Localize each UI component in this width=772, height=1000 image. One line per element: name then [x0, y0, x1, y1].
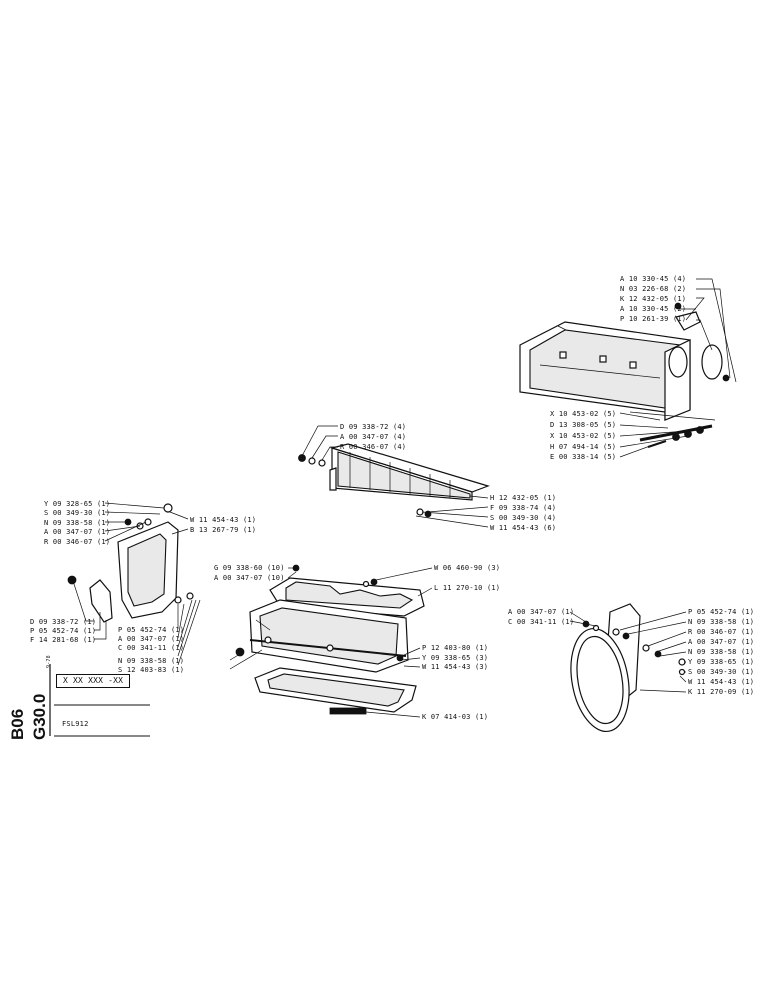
- part-label: Y 09 338-65 (1): [688, 658, 755, 666]
- part-label: Y 09 328-65 (1): [44, 500, 111, 508]
- part-label: G 09 338-60 (10): [214, 564, 285, 572]
- part-label: S 12 403-83 (1): [118, 666, 185, 674]
- part-label: C 00 341-11 (1): [508, 618, 575, 626]
- section-code: B06: [8, 708, 27, 740]
- part-label: D 13 308-05 (5): [550, 421, 617, 429]
- part-label: W 06 460-90 (3): [434, 564, 501, 572]
- part-label: E 00 338-14 (5): [550, 453, 617, 461]
- part-label: N 09 338-58 (1): [688, 618, 755, 626]
- group-code: G30.0: [30, 693, 49, 740]
- part-label: A 10 330-45 (2): [620, 305, 687, 313]
- model-label: FSL912: [62, 720, 89, 728]
- part-label: A 00 347-07 (4): [340, 433, 407, 441]
- part-label: A 00 347-07 (1): [508, 608, 575, 616]
- part-label: P 05 452-74 (1): [118, 626, 185, 634]
- part-label: L 11 270-10 (1): [434, 584, 501, 592]
- bracket-part: [67, 503, 194, 623]
- part-label: W 11 454-43 (1): [190, 516, 257, 524]
- title-block: B06 G30.0: [8, 648, 62, 740]
- part-label: R 00 346-07 (4): [340, 443, 407, 451]
- fan-shroud-part: [235, 599, 417, 715]
- part-label: K 11 270-09 (1): [688, 688, 755, 696]
- ref-box: X XX XXX -XX: [56, 674, 130, 688]
- part-label: F 09 338-74 (4): [490, 504, 557, 512]
- part-label: X 10 453-02 (5): [550, 410, 617, 418]
- part-label: A 10 330-45 (4): [620, 275, 687, 283]
- part-label: W 11 454-43 (6): [490, 524, 557, 532]
- part-label: P 10 261-39 (1): [620, 315, 687, 323]
- part-label: H 07 494-14 (5): [550, 443, 617, 451]
- housing-cover-part: [519, 302, 730, 421]
- grille-plate-part: [298, 443, 490, 518]
- hinge-pins-part: [639, 424, 713, 448]
- part-label: S 00 349-30 (1): [44, 509, 111, 517]
- part-label: W 11 454-43 (3): [422, 663, 489, 671]
- part-label: D 09 338-72 (4): [340, 423, 407, 431]
- part-label: P 05 452-74 (1): [30, 627, 97, 635]
- part-label: S 00 349-30 (1): [688, 668, 755, 676]
- part-label: W 11 454-43 (1): [688, 678, 755, 686]
- part-label: P 12 403-80 (1): [422, 644, 489, 652]
- part-label: B 13 267-79 (1): [190, 526, 257, 534]
- part-label: D 09 338-72 (1): [30, 618, 97, 626]
- part-label: P 05 452-74 (1): [688, 608, 755, 616]
- part-label: F 14 281-68 (1): [30, 636, 97, 644]
- part-label: N 09 338-58 (1): [118, 657, 185, 665]
- part-label: Y 09 338-65 (3): [422, 654, 489, 662]
- part-label: N 03 226-68 (2): [620, 285, 687, 293]
- part-label: A 00 347-07 (1): [44, 528, 111, 536]
- date-small: 9-78: [46, 655, 52, 668]
- part-label: A 00 347-07 (1): [118, 635, 185, 643]
- part-label: C 00 341-11 (1): [118, 644, 185, 652]
- part-label: A 00 347-07 (10): [214, 574, 285, 582]
- ref-code: X XX XXX -XX: [63, 676, 124, 685]
- part-label: S 00 349-30 (4): [490, 514, 557, 522]
- part-label: R 00 346-07 (1): [688, 628, 755, 636]
- part-label: K 07 414-03 (1): [422, 713, 489, 721]
- part-label: K 12 432-05 (1): [620, 295, 687, 303]
- part-label: N 09 338-58 (1): [688, 648, 755, 656]
- part-label: A 00 347-07 (1): [688, 638, 755, 646]
- part-label: H 12 432-05 (1): [490, 494, 557, 502]
- part-label: N 09 338-58 (1): [44, 519, 111, 527]
- part-label: X 10 453-02 (5): [550, 432, 617, 440]
- part-label: R 00 346-07 (1): [44, 538, 111, 546]
- fan-ring-part: [570, 603, 686, 733]
